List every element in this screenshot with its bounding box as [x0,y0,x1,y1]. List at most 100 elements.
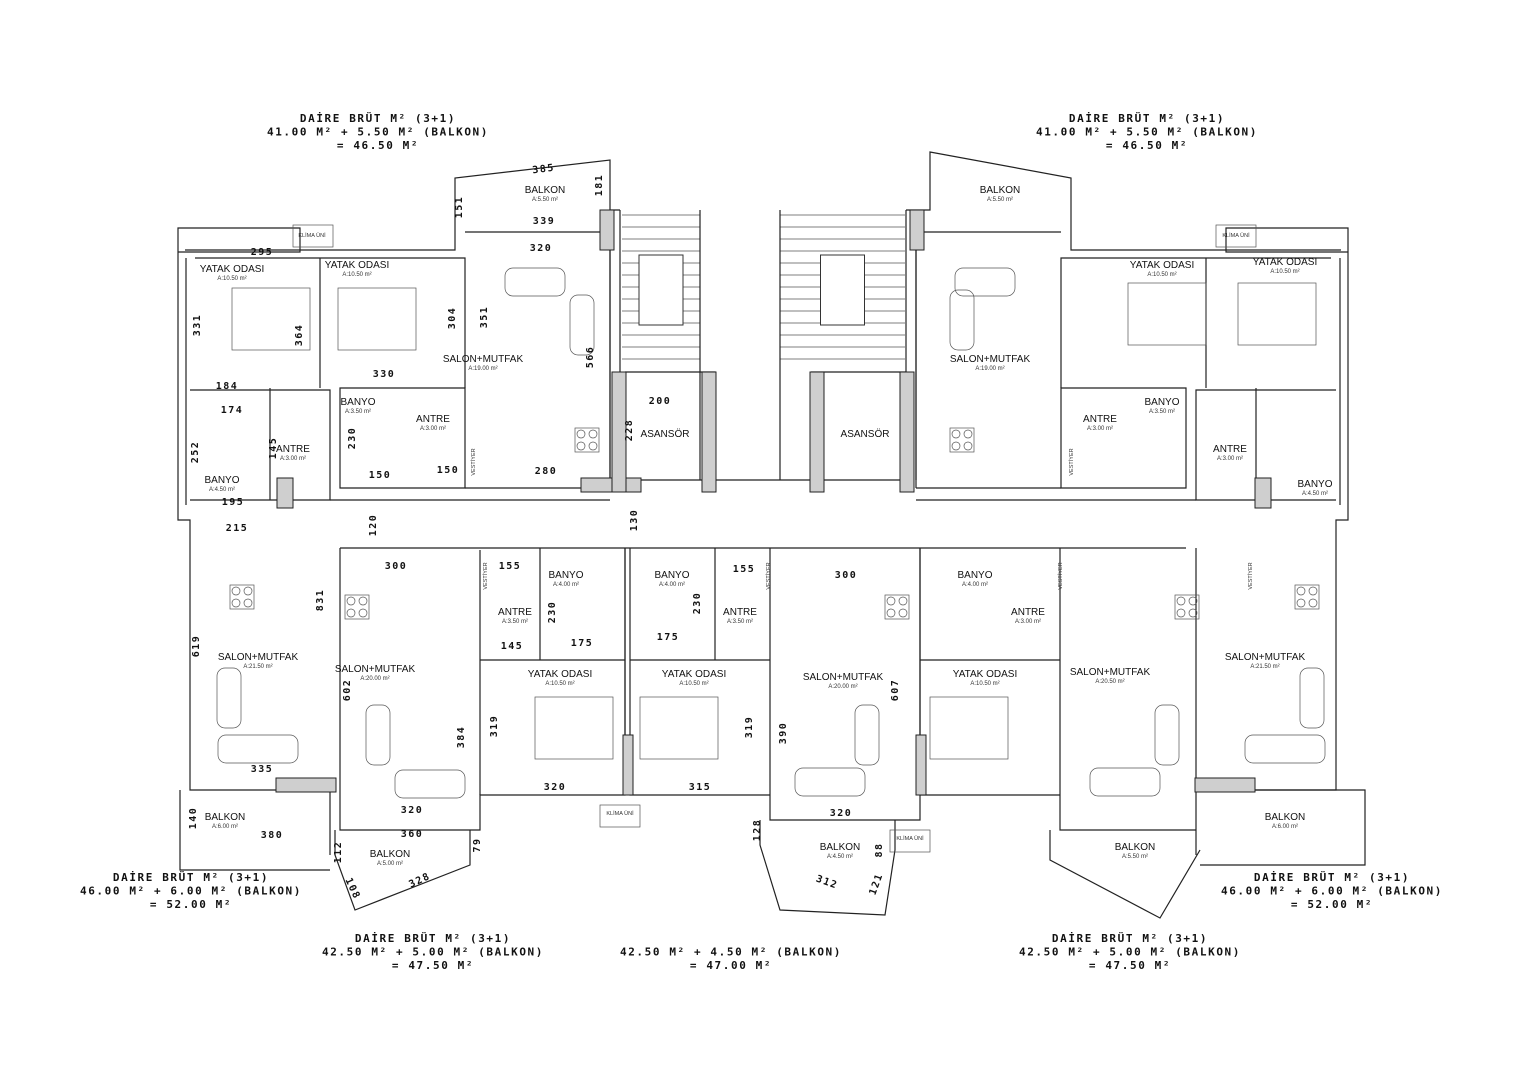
sofa-icon [504,267,566,297]
area-summaries: DAİRE BRÜT M² (3+1)41.00 M² + 5.50 M² (B… [80,111,1441,972]
dimension-label: 364 [294,324,305,347]
room-area: A:4.00 m² [962,582,988,588]
room-name: BALKON [1115,842,1156,853]
dimension-label: 120 [368,514,379,537]
vestiyer-label: VESTİYER [1057,562,1064,589]
room-name: ANTRE [276,444,310,455]
summary-line2: = 52.00 M² [150,898,232,911]
room-area: A:10.50 m² [217,276,246,282]
room-name: SALON+MUTFAK [443,354,524,365]
room-area: A:10.50 m² [1270,269,1299,275]
room-name: YATAK ODASI [1130,260,1194,271]
room-name: YATAK ODASI [953,669,1017,680]
dimension-label: 380 [261,830,284,841]
room-name: SALON+MUTFAK [335,664,416,675]
dimension-label: 228 [624,419,635,442]
room-area: A:4.50 m² [1302,491,1328,497]
dimension-label: 79 [472,837,483,852]
bed-icon [337,287,417,351]
dimension-label: 390 [778,722,789,745]
vestiyer-label: VESTİYER [1247,562,1254,589]
dimension-label: 328 [407,871,432,891]
dimension-label: 184 [216,381,239,392]
room-area: A:10.50 m² [342,272,371,278]
dimension-label: 175 [571,638,594,649]
dimension-label: 831 [315,589,326,612]
dimension-label: 300 [835,570,858,581]
cooktop-icon [1294,584,1320,610]
sofa-icon [1299,667,1325,729]
sofa-icon [217,734,299,764]
room-label: ASANSÖR [841,428,890,440]
staircase [622,210,905,480]
summary-line2: = 52.00 M² [1291,898,1373,911]
room-area: A:10.50 m² [1147,272,1176,278]
summary-heading: DAİRE BRÜT M² (3+1) [1254,870,1410,884]
sofa-icon [394,769,466,799]
dimension-label: 145 [501,641,524,652]
summary-heading: DAİRE BRÜT M² (3+1) [113,870,269,884]
room-area: A:4.00 m² [553,582,579,588]
dimension-label: 130 [629,509,640,532]
furniture [216,267,1326,799]
room-area: A:3.00 m² [1087,426,1113,432]
room-area: A:21.50 m² [1250,664,1279,670]
room-area: A:4.50 m² [827,854,853,860]
room-area: A:3.50 m² [345,409,371,415]
room-name: SALON+MUTFAK [803,672,884,683]
dimension-label: 319 [489,715,500,738]
room-area: A:19.00 m² [975,366,1004,372]
dimension-label: 300 [385,561,408,572]
dimension-label: 320 [530,243,553,254]
room-area: A:3.50 m² [727,619,753,625]
dimension-label: 252 [190,441,201,464]
room-area: A:3.00 m² [280,456,306,462]
cooktop-icon [949,427,975,453]
bed-icon [1237,282,1317,346]
room-name: BALKON [370,849,411,860]
vestiyer-label: VESTİYER [470,448,477,475]
room-name: SALON+MUTFAK [1225,652,1306,663]
klima-unit-box [599,804,641,828]
dimension-label: 335 [251,764,274,775]
dimension-label: 145 [268,437,279,460]
room-name: ANTRE [1083,414,1117,425]
dimension-label: 320 [830,808,853,819]
room-area: A:19.00 m² [468,366,497,372]
cooktop-icon [344,594,370,620]
summary-line2: = 47.00 M² [690,959,772,972]
stair-well [820,254,865,326]
summary-line1: 42.50 M² + 4.50 M² (BALKON) [620,946,842,959]
room-area: A:4.00 m² [659,582,685,588]
dimension-label: 230 [347,427,358,450]
dimension-label: 331 [192,314,203,337]
klima-unit-label: KLİMA ÜNİ [1222,232,1250,239]
cooktop-icon [229,584,255,610]
dimension-label: 174 [221,405,244,416]
room-name: YATAK ODASI [662,669,726,680]
stair-well [638,254,684,326]
sofa-icon [954,267,1016,297]
room-name: YATAK ODASI [528,669,592,680]
room-name: BANYO [340,397,375,408]
dimension-label: 121 [868,872,886,897]
room-name: BALKON [525,185,566,196]
